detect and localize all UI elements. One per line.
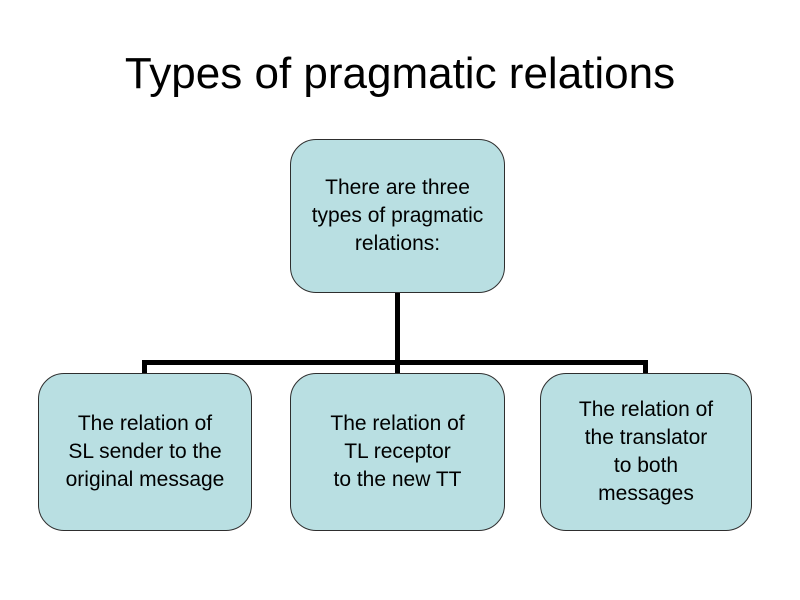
diagram-root-box: There are three types of pragmatic relat… xyxy=(290,139,505,293)
connector-stub-left xyxy=(142,360,147,373)
diagram-child-box-sl-sender: The relation of SL sender to the origina… xyxy=(38,373,252,531)
connector-horizontal xyxy=(142,360,648,365)
diagram-child-box-translator: The relation of the translator to both m… xyxy=(540,373,752,531)
diagram-child-box-tl-receptor: The relation of TL receptor to the new T… xyxy=(290,373,505,531)
connector-vertical-main xyxy=(395,293,400,373)
slide-title: Types of pragmatic relations xyxy=(124,49,676,98)
connector-stub-right xyxy=(643,360,648,373)
